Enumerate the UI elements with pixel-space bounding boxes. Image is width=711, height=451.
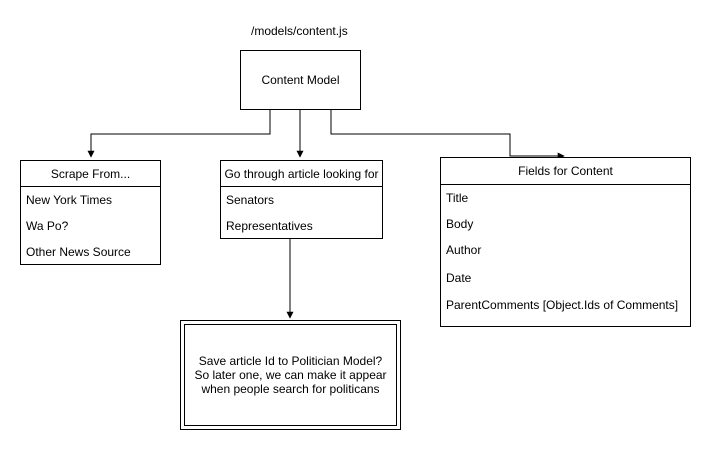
scrape-box[interactable]: Scrape From... New York Times Wa Po? Oth… — [20, 160, 161, 265]
go-through-box[interactable]: Go through article looking for Senators … — [220, 160, 383, 239]
arrow-to-scrape-box — [87, 110, 271, 158]
file-label: /models/content.js — [251, 24, 348, 38]
politician-note-text: Save article Id to Politician Model? So … — [184, 324, 397, 426]
arrow-to-fields-box — [330, 110, 565, 160]
content-model-title: Content Model — [261, 73, 340, 87]
politician-note-box[interactable]: Save article Id to Politician Model? So … — [180, 320, 401, 430]
fields-item-parent-comments: ParentComments [Object.Ids of Comments] — [446, 298, 679, 312]
fields-item-body: Body — [446, 217, 474, 231]
fields-item-date: Date — [446, 271, 472, 285]
content-model-box[interactable]: Content Model — [240, 50, 361, 110]
go-through-item-representatives: Representatives — [226, 219, 313, 233]
scrape-item-new-york-times: New York Times — [26, 193, 113, 207]
scrape-item-wa-po: Wa Po? — [26, 219, 69, 233]
scrape-item-other-news-source: Other News Source — [26, 245, 131, 259]
fields-item-title: Title — [446, 191, 469, 205]
go-through-item-senators: Senators — [226, 193, 275, 207]
go-through-box-header: Go through article looking for — [221, 161, 382, 187]
fields-box-header: Fields for Content — [441, 158, 690, 185]
scrape-box-header: Scrape From... — [21, 161, 160, 187]
fields-box[interactable]: Fields for Content Title Body Author Dat… — [440, 157, 691, 327]
fields-item-author: Author — [446, 243, 482, 257]
